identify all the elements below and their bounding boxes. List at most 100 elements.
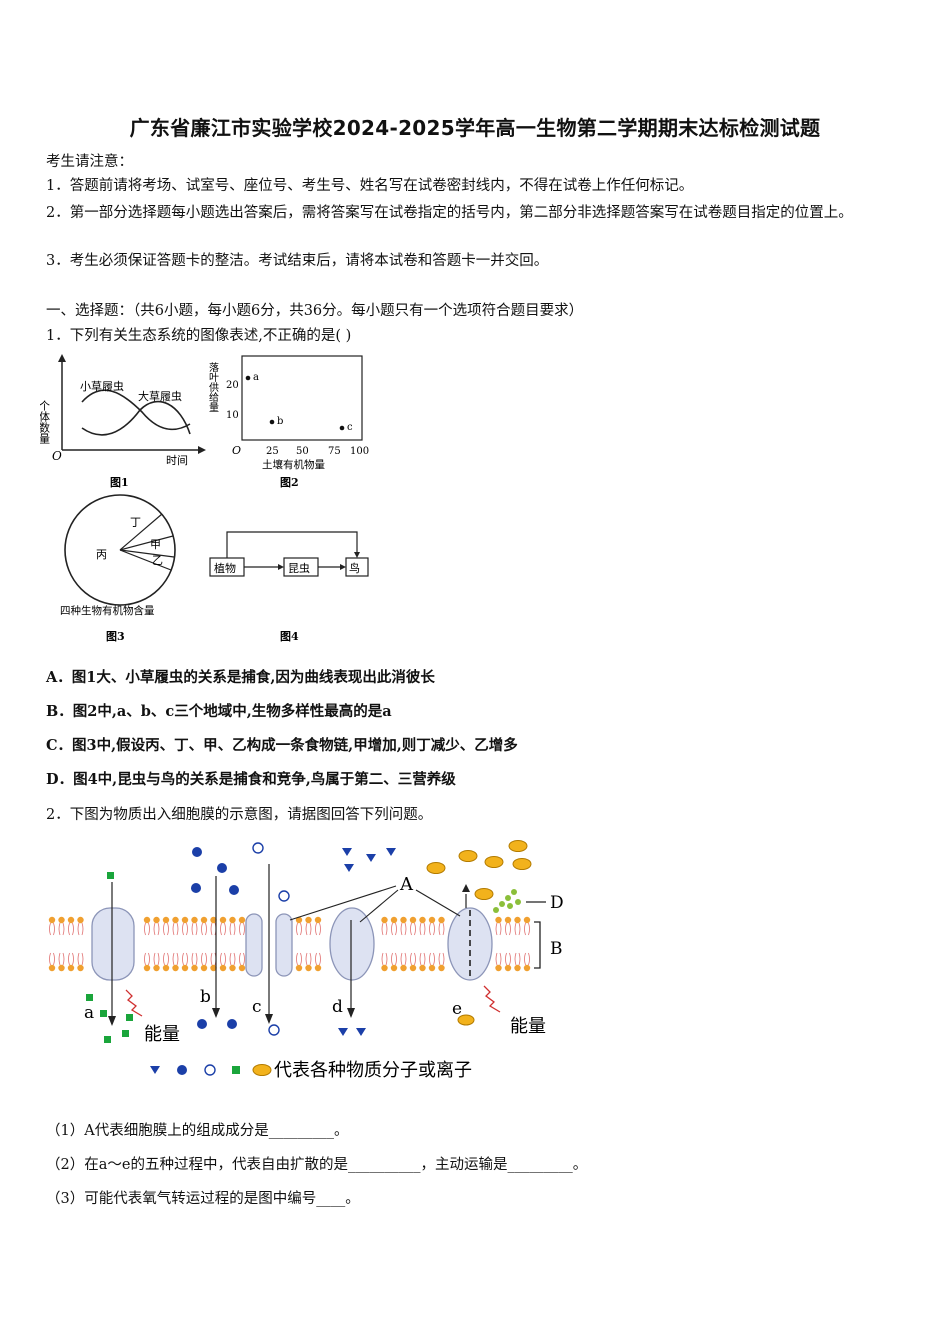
fig4-node-bird: 鸟 [349, 561, 360, 575]
phospholipid [76, 916, 85, 936]
figure-3: 丙 丁 甲 乙 四种生物有机物含量 图3 [60, 494, 176, 643]
phospholipid [504, 916, 512, 936]
fig2-xlabel: 土壤有机物量 [262, 458, 325, 471]
label-process-c: c [252, 997, 262, 1017]
phospholipid [295, 952, 303, 972]
fig3-slice-bing: 丙 [96, 548, 107, 561]
phospholipid [494, 916, 503, 936]
phospholipid [314, 952, 322, 972]
notice-item-1: 1．答题前请将考场、试室号、座位号、考生号、姓名写在试卷密封线内，不得在试卷上作… [46, 178, 694, 194]
phospholipid [418, 916, 427, 936]
phospholipid [57, 952, 66, 972]
carrier-protein-d [329, 907, 375, 981]
phospholipid [67, 916, 75, 936]
phospholipid [504, 952, 512, 972]
phospholipid [152, 916, 161, 936]
fig2-ylabel: 落叶供给量 [207, 362, 219, 412]
phospholipid [228, 952, 237, 972]
question-1-option-a: A．图1大、小草履虫的关系是捕食,因为曲线表现出此消彼长 [46, 669, 435, 686]
question-1-option-c: C．图3中,假设丙、丁、甲、乙构成一条食物链,甲增加,则丁减少、乙增多 [46, 737, 518, 754]
label-b: B [550, 939, 563, 959]
fig1-label-small: 小草履虫 [80, 380, 124, 393]
phospholipid [399, 952, 408, 972]
label-d: D [550, 893, 564, 913]
phospholipid [219, 916, 227, 936]
fig1-origin: O [52, 449, 62, 463]
phospholipid [200, 952, 208, 972]
protein-c-left [245, 913, 263, 977]
fig1-ylabel: 个体数量 [40, 400, 51, 444]
large-paramecium-curve [81, 400, 191, 436]
phospholipid [48, 916, 56, 936]
glycoprotein-d [493, 889, 521, 913]
question-2-sub-2: （2）在a～e的五种过程中，代表自由扩散的是__________，主动运输是__… [46, 1157, 588, 1173]
figure-4: 植物 昆虫 鸟 图4 [209, 531, 369, 643]
fig2-point-c [339, 425, 345, 431]
phospholipid [152, 952, 161, 972]
question-2-sub-1: （1）A代表细胞膜上的组成成分是_________。 [46, 1123, 349, 1139]
phospholipid [238, 916, 246, 936]
membrane-diagram: B D A a 能量 b c d e [48, 840, 564, 1081]
phospholipid [437, 952, 446, 972]
legend-text: 代表各种物质分子或离子 [274, 1060, 472, 1081]
phospholipid [228, 916, 237, 936]
phospholipid [171, 916, 180, 936]
fig2-ytick-20: 20 [226, 380, 239, 391]
diagram-legend: 代表各种物质分子或离子 [150, 1060, 472, 1081]
question-2-sub-3: （3）可能代表氧气转运过程的是图中编号____。 [46, 1191, 360, 1207]
label-process-d: d [332, 997, 343, 1017]
notice-heading: 考生请注意： [46, 154, 133, 170]
phospholipid [494, 952, 503, 972]
phospholipid [219, 952, 227, 972]
figure-2: 落叶供给量 20 10 O 25 50 75 100 a b c 土壤有机物量 … [207, 355, 369, 489]
phospholipid [181, 916, 189, 936]
phospholipid [200, 916, 208, 936]
fig2-point-b-label: b [277, 416, 283, 427]
phospholipid [295, 916, 303, 936]
phospholipid [57, 916, 66, 936]
phospholipid [67, 952, 75, 972]
phospholipid [409, 916, 417, 936]
phospholipid [523, 952, 531, 972]
notice-item-3: 3．考生必须保证答题卡的整洁。考试结束后，请将本试卷和答题卡一并交回。 [46, 253, 549, 269]
figure-1: 个体数量 时间 O 小草履虫 大草履虫 图1 [40, 354, 206, 489]
phospholipid [390, 916, 398, 936]
fig4-node-plant: 植物 [214, 561, 236, 575]
phospholipid [513, 916, 522, 936]
label-process-a: a [84, 1003, 94, 1023]
question-1-option-d: D．图4中,昆虫与鸟的关系是捕食和竞争,鸟属于第二、三营养级 [46, 771, 456, 788]
notice-item-2: 2．第一部分选择题每小题选出答案后，需将答案写在试卷指定的括号内，第二部分非选择… [46, 205, 853, 221]
channel-protein-a [91, 907, 135, 981]
protein-c-right [275, 913, 293, 977]
fig2-xtick-25: 25 [266, 446, 279, 457]
phospholipid [162, 916, 170, 936]
question-2-stem: 2．下图为物质出入细胞膜的示意图，请据图回答下列问题。 [46, 807, 433, 823]
energy-label-2: 能量 [510, 1016, 546, 1037]
fig2-ytick-10: 10 [226, 410, 239, 421]
phospholipid [437, 916, 446, 936]
page-title: 广东省廉江市实验学校2024-2025学年高一生物第二学期期末达标检测试题 [129, 116, 821, 140]
fig4-node-insect: 昆虫 [288, 562, 310, 575]
phospholipid [171, 952, 180, 972]
phospholipid [390, 952, 398, 972]
section-heading: 一、选择题：（共6小题，每小题6分，共36分。每小题只有一个选项符合题目要求） [46, 303, 584, 319]
fig1-xlabel: 时间 [166, 454, 188, 467]
fig3-slice-ding: 丁 [130, 516, 141, 529]
fig1-label-large: 大草履虫 [138, 389, 182, 403]
fig2-point-c-label: c [347, 422, 353, 433]
phospholipid [162, 952, 170, 972]
phospholipid [190, 916, 199, 936]
small-paramecium-curve [81, 389, 191, 431]
phospholipid [428, 952, 436, 972]
label-process-b: b [200, 987, 211, 1007]
phospholipid [238, 952, 246, 972]
fig2-xtick-100: 100 [350, 446, 369, 457]
phospholipid [48, 952, 56, 972]
phospholipid [428, 916, 436, 936]
fig4-caption: 图4 [280, 630, 299, 643]
energy-label-1: 能量 [144, 1024, 180, 1045]
fig2-point-a-label: a [253, 372, 259, 383]
phospholipid [304, 952, 313, 972]
phospholipid [523, 916, 531, 936]
question-1-figures: 个体数量 时间 O 小草履虫 大草履虫 图1 落叶供给量 20 10 O 25 … [40, 354, 369, 643]
